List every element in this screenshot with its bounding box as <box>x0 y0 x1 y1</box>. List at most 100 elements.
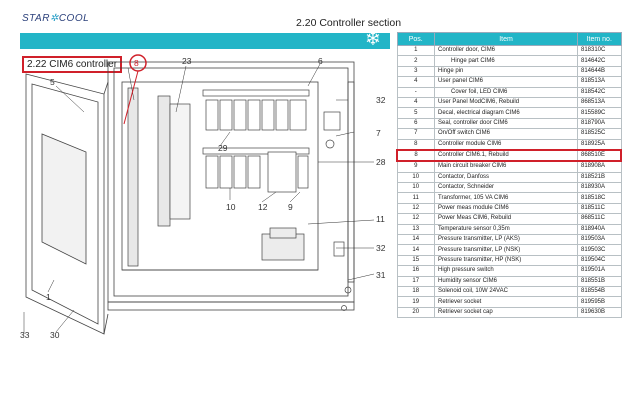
callout-8-highlighted: 8 <box>134 58 139 68</box>
callout-23: 23 <box>182 56 192 66</box>
cell-pos: 8 <box>396 148 435 163</box>
cell-item-no: 819504C <box>577 254 622 267</box>
cell-item: Power meas module CIM6 <box>434 202 578 215</box>
cell-item-no: 818790A <box>577 117 622 130</box>
cell-item: Power Meas CIM6, Rebuild <box>434 213 578 225</box>
cell-item-no: 818542C <box>577 86 622 98</box>
cell-pos: 7 <box>396 128 435 140</box>
cell-item-no: 818518C <box>577 192 622 204</box>
cell-pos: 1 <box>396 44 435 57</box>
cell-pos: 4 <box>396 96 435 109</box>
cell-item: Hinge part CIM6 <box>434 55 578 67</box>
cell-pos: 14 <box>396 244 435 256</box>
cell-item-no: 818930A <box>577 182 622 194</box>
callout-28: 28 <box>376 157 386 167</box>
cell-item-no: 818521B <box>577 171 622 184</box>
col-header-pos: Pos. <box>396 32 435 46</box>
diagram-title: 2.22 CIM6 controller <box>22 56 123 73</box>
cell-item-no: 818551B <box>577 275 622 288</box>
cell-item: Pressure transmitter, LP (NSK) <box>434 244 578 256</box>
cell-item: User panel CIM6 <box>434 76 578 88</box>
cell-item: Transformer, 105 VA CIM6 <box>434 192 578 204</box>
cell-item: Humidity sensor CIM6 <box>434 275 578 288</box>
cell-pos: 16 <box>396 265 435 277</box>
cell-pos: 20 <box>396 306 435 319</box>
cell-item-no: 819501A <box>577 265 622 277</box>
cell-item-no: 868511C <box>577 213 622 225</box>
cell-item-no: 818925A <box>577 138 622 151</box>
cell-item-no: 868510E <box>577 148 622 163</box>
cell-pos: 12 <box>396 213 435 225</box>
cell-item: Hinge pin <box>434 65 578 78</box>
header-bar <box>20 33 390 49</box>
cell-item-no: 818908A <box>577 160 622 173</box>
cell-item: Retriever socket cap <box>434 306 578 319</box>
callout-12: 12 <box>258 202 268 212</box>
cell-pos: 6 <box>396 117 435 130</box>
col-header-item-no: Item no. <box>577 32 622 46</box>
cell-item: Controller module CIM6 <box>434 138 578 151</box>
cell-pos: 2 <box>396 55 435 67</box>
cell-pos: 9 <box>396 160 435 173</box>
cell-item-no: 819595B <box>577 296 622 308</box>
cell-item: Retriever socket <box>434 296 578 308</box>
cell-item-no: 819503A <box>577 234 622 246</box>
cell-item: On/Off switch CIM6 <box>434 128 578 140</box>
cell-item: Pressure transmitter, LP (AKS) <box>434 234 578 246</box>
diagram-title-label: 2.22 CIM6 controller <box>22 56 123 73</box>
cell-pos: 8 <box>396 138 435 151</box>
cell-item: Decal, electrical diagram CIM6 <box>434 107 578 119</box>
cell-pos: 18 <box>396 285 435 298</box>
cell-item-no: 818525C <box>577 128 622 140</box>
cell-item-no: 815589C <box>577 107 622 119</box>
cell-item-no: 819503C <box>577 244 622 256</box>
cell-pos: 19 <box>396 296 435 308</box>
cell-item: Controller CIM6.1, Rebuild <box>434 148 578 163</box>
cell-item: High pressure switch <box>434 265 578 277</box>
callout-1: 1 <box>46 292 51 302</box>
cell-pos: 10 <box>396 182 435 194</box>
callout-30: 30 <box>50 330 60 340</box>
callout-6: 6 <box>318 56 323 66</box>
cell-pos: 14 <box>396 234 435 246</box>
callout-32-bottom: 32 <box>376 243 386 253</box>
cell-item: Contactor, Danfoss <box>434 171 578 184</box>
cell-item-no: 818511C <box>577 202 622 215</box>
callout-10: 10 <box>226 202 236 212</box>
cell-item-no: 818554B <box>577 285 622 298</box>
callout-32-top: 32 <box>376 95 386 105</box>
cell-item: Seal, controller door CIM6 <box>434 117 578 130</box>
cell-pos: 13 <box>396 223 435 236</box>
cell-item: Controller door, CIM6 <box>434 44 578 57</box>
table-header-row: Pos. Item Item no. <box>396 32 622 46</box>
callout-9: 9 <box>288 202 293 212</box>
callout-5: 5 <box>50 77 55 87</box>
cell-pos: 10 <box>396 171 435 184</box>
snowflake-icon: ✲ <box>49 13 59 24</box>
cell-item: Temperature sensor 0,35m <box>434 223 578 236</box>
